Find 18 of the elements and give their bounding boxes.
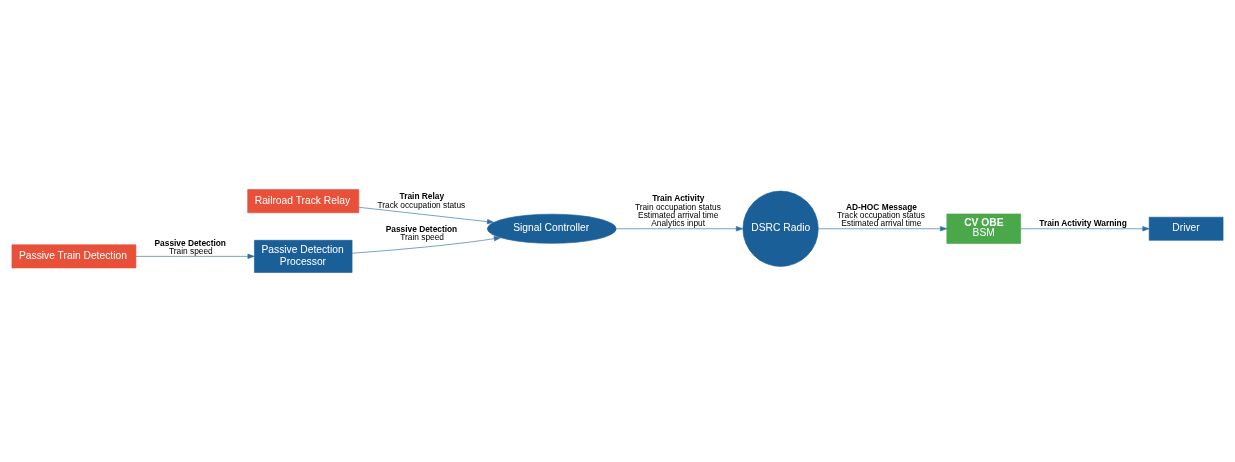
arrow xyxy=(135,253,255,259)
arrow xyxy=(1020,226,1150,232)
arrow xyxy=(358,207,495,225)
node-box: CV OBE BSM xyxy=(946,213,1022,244)
node-circle: DSRC Radio xyxy=(742,190,819,267)
edge-label: Train Activity Train occupation status Estimated arrival time Analytics input xyxy=(634,193,721,229)
edge-label: Passive Detection Train speed xyxy=(154,237,226,257)
node-box: Passive Detection Processor xyxy=(254,240,353,273)
edge-label: Train Relay Track occupation status xyxy=(377,191,466,210)
arrow xyxy=(818,226,948,232)
arrow xyxy=(616,226,744,232)
arrow xyxy=(351,236,501,254)
edge-label: AD-HOC Message Track occupation status Estimated arrival time xyxy=(837,201,925,229)
node-box: Driver xyxy=(1148,216,1224,241)
node-box: Railroad Track Relay xyxy=(247,189,360,213)
edge-label: Passive Detection Train speed xyxy=(385,223,458,242)
node-box: Passive Train Detection xyxy=(11,244,137,269)
edge-label: Train Activity Warning xyxy=(1039,217,1127,228)
